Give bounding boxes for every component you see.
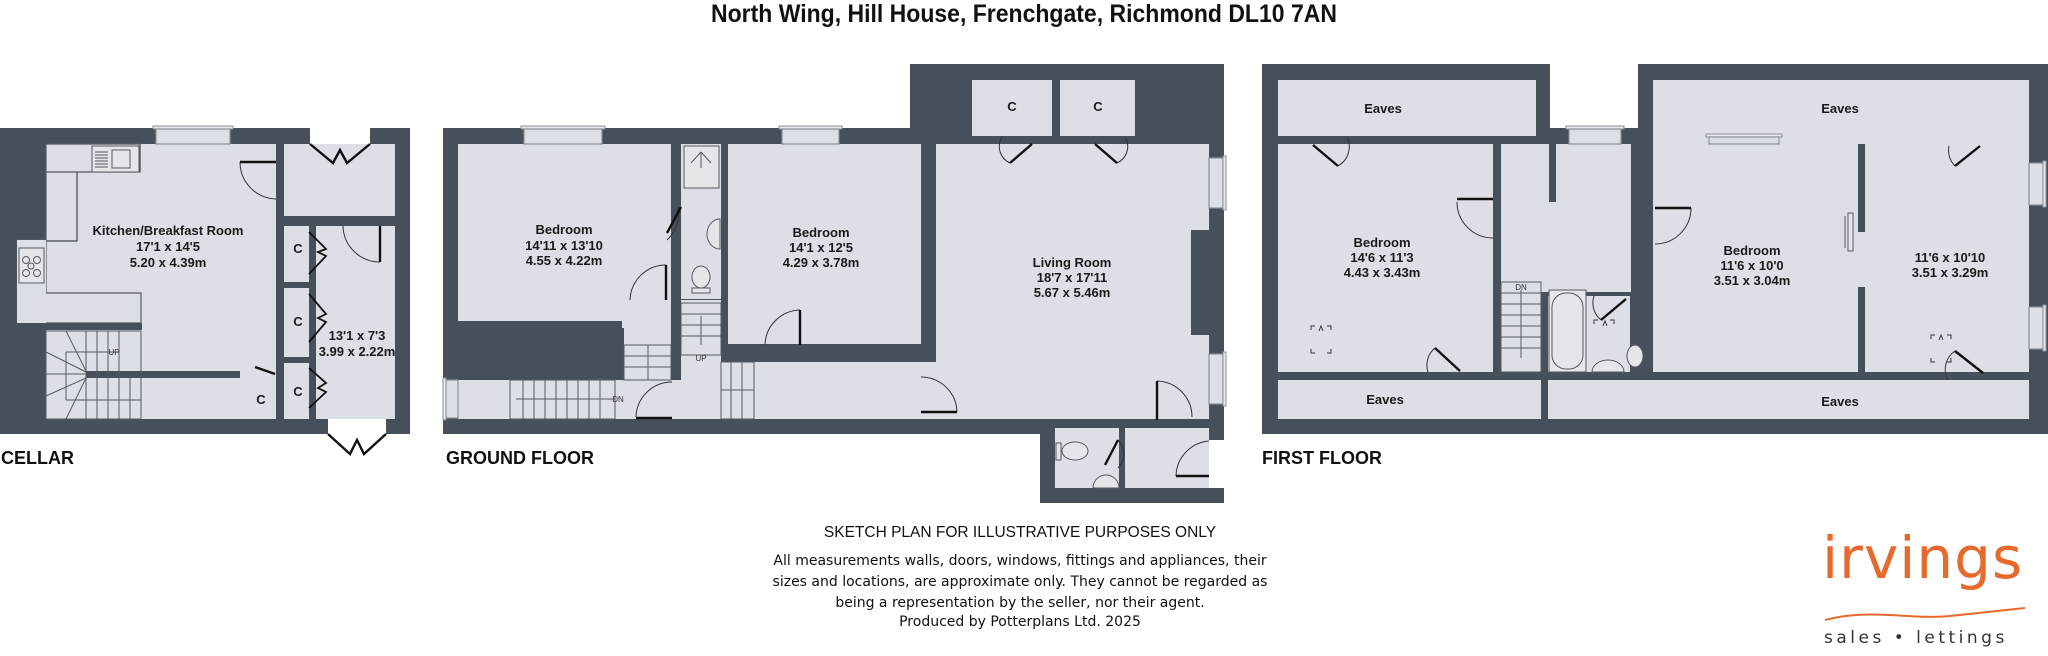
first-room3-imperial: 11'6 x 10'10	[1915, 250, 1986, 265]
ground-bedroom1-imperial: 14'11 x 13'10	[525, 238, 603, 253]
disclaimer-line: sizes and locations, are approximate onl…	[772, 574, 1268, 590]
first-bedroom2-metric: 3.51 x 3.04m	[1714, 273, 1791, 288]
floor-label-first: FIRST FLOOR	[1262, 448, 1382, 468]
cellar-kitchen-name: Kitchen/Breakfast Room	[93, 223, 244, 238]
ground-bedroom1-name: Bedroom	[535, 222, 592, 237]
cupboard-label: C	[1093, 99, 1103, 114]
first-bedroom1-imperial: 14'6 x 11'3	[1350, 250, 1413, 265]
logo-wordmark: irvings	[1822, 524, 2024, 592]
floor-label-ground: GROUND FLOOR	[446, 448, 594, 468]
produced-by: Produced by Potterplans Ltd. 2025	[899, 614, 1141, 630]
logo-tagline: sales • lettings	[1824, 628, 2008, 648]
cupboard-label: C	[293, 314, 303, 329]
cupboard-label: C	[256, 392, 266, 407]
cellar-kitchen-metric: 5.20 x 4.39m	[130, 255, 207, 270]
ground-living-name: Living Room	[1033, 255, 1112, 270]
ground-floor-plan: UP DN Bedroom 14'11 x 13'10 4.55 x 4.22m…	[442, 64, 1227, 503]
eaves-label: Eaves	[1364, 101, 1402, 116]
eaves-label: Eaves	[1821, 101, 1859, 116]
eaves-label: Eaves	[1366, 392, 1404, 407]
ground-living-imperial: 18'7 x 17'11	[1037, 270, 1108, 285]
ground-bedroom1-metric: 4.55 x 4.22m	[526, 253, 603, 268]
disclaimer-body: All measurements walls, doors, windows, …	[700, 551, 1340, 614]
ground-living-metric: 5.67 x 5.46m	[1034, 285, 1111, 300]
first-floor-plan: DN Eaves Eaves Eaves Eaves Bedroom 14'6 …	[1262, 64, 2048, 434]
first-bedroom1-metric: 4.43 x 3.43m	[1344, 265, 1421, 280]
page-title: North Wing, Hill House, Frenchgate, Rich…	[711, 0, 1337, 28]
ground-bedroom2-metric: 4.29 x 3.78m	[783, 255, 860, 270]
cellar-plan: UP Kitchen/Breakfast Room 17'1 x 14'5 5.…	[0, 125, 410, 456]
cellar-kitchen-imperial: 17'1 x 14'5	[136, 239, 200, 254]
irvings-logo: irvings sales • lettings	[1820, 524, 2030, 656]
ground-stair-down-label: DN	[612, 395, 624, 404]
ground-bedroom2-imperial: 14'1 x 12'5	[789, 240, 853, 255]
first-bedroom2-imperial: 11'6 x 10'0	[1720, 258, 1783, 273]
eaves-label: Eaves	[1821, 394, 1859, 409]
cellar-hall-metric: 3.99 x 2.22m	[319, 344, 396, 359]
disclaimer-line: All measurements walls, doors, windows, …	[773, 553, 1267, 569]
first-stair-down-label: DN	[1515, 283, 1527, 292]
disclaimer-line: being a representation by the seller, no…	[835, 595, 1205, 611]
floor-label-cellar: CELLAR	[1, 448, 74, 468]
ground-bedroom2-name: Bedroom	[792, 225, 849, 240]
first-bedroom2-name: Bedroom	[1723, 243, 1780, 258]
cupboard-label: C	[1007, 99, 1017, 114]
cupboard-label: C	[293, 384, 303, 399]
cupboard-label: C	[293, 241, 303, 256]
ground-stair-up-label: UP	[695, 354, 706, 363]
cellar-stair-up-label: UP	[108, 348, 119, 357]
cellar-hall-imperial: 13'1 x 7'3	[329, 328, 386, 343]
first-bedroom1-name: Bedroom	[1353, 235, 1410, 250]
first-room3-metric: 3.51 x 3.29m	[1912, 265, 1989, 280]
logo-wave-icon	[1824, 607, 2026, 621]
disclaimer-heading: SKETCH PLAN FOR ILLUSTRATIVE PURPOSES ON…	[823, 524, 1217, 541]
